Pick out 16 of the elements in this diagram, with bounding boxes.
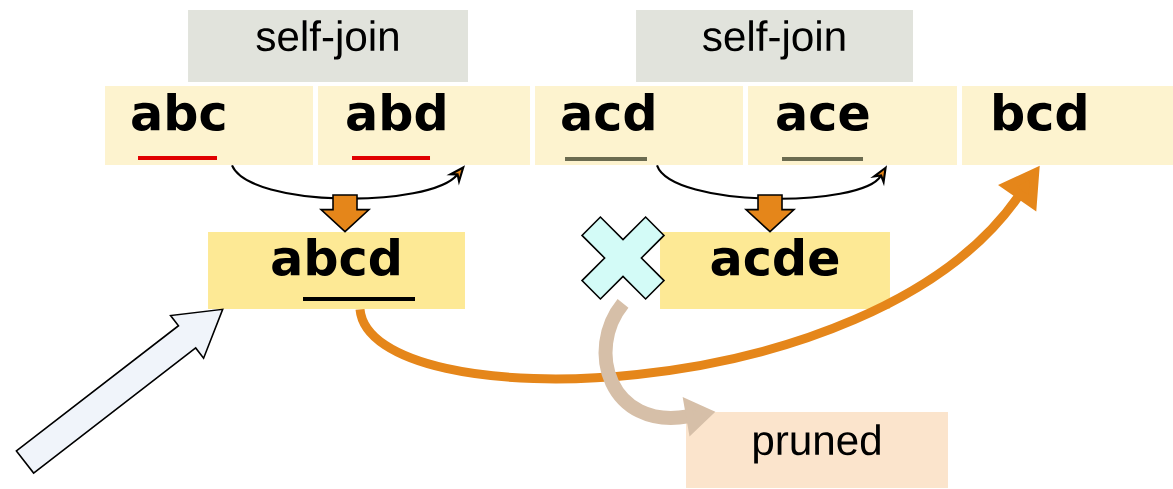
status-box: pruned (686, 412, 948, 488)
cross-mark (580, 215, 666, 301)
candidate-box: abcd (208, 232, 465, 309)
operation-label-box: self-join (636, 10, 913, 82)
block-arrow (743, 194, 797, 233)
block-arrow (15, 308, 224, 475)
itemset-box: ace (748, 86, 957, 165)
itemset-box: abc (105, 86, 313, 165)
curved-arrow (231, 164, 465, 200)
candidate-box: acde (660, 232, 890, 309)
operation-label-box: self-join (188, 10, 468, 82)
curved-arrow (656, 164, 887, 200)
itemset-box: acd (535, 86, 743, 165)
block-arrow (318, 194, 372, 233)
itemset-box: bcd (962, 86, 1173, 165)
itemset-box: abd (318, 86, 530, 165)
